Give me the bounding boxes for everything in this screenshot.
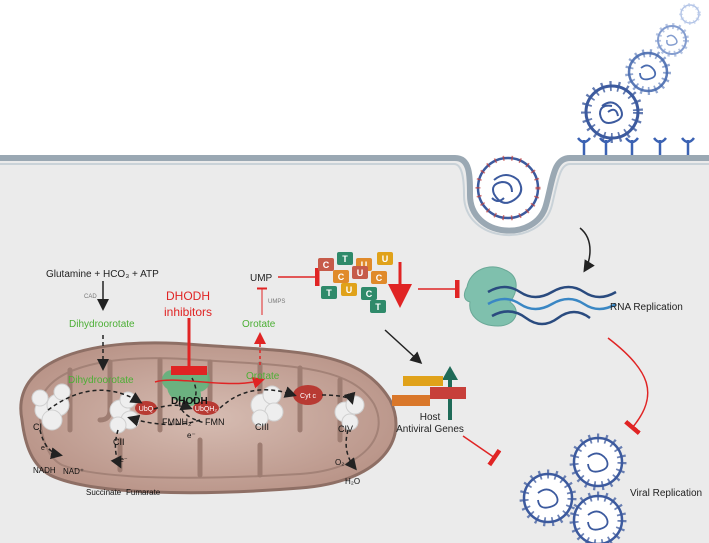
nucleotide-block: C [333,270,349,283]
nucleotide-letter: C [376,273,383,283]
incoming-virions [581,3,701,143]
nucleotide-letter: U [346,285,353,295]
receptor-icon [625,137,639,155]
nad-label: NAD⁺ [63,467,84,476]
nucleotide-block: U [341,283,357,296]
nucleotide-letter: T [375,302,381,312]
orotate-mito-label: Orotate [246,371,280,382]
viral-replication-label: Viral Replication [630,488,702,499]
nucleotide-letter: T [342,254,348,264]
substrates-label: Glutamine + HCO₃ + ATP [46,269,159,280]
cyt-c-label: Cyt c [300,393,316,400]
host-gene-bars [392,376,466,406]
nucleotide-letter: U [357,268,364,278]
nucleotide-letter: U [382,254,389,264]
dhodh-label: DHODH [171,396,208,407]
nucleotide-block: C [371,271,387,284]
fmnh2-label: FMNH₂ [162,417,192,427]
ubq-label: UbQ [139,406,154,413]
electron-label: e⁻ [187,431,196,440]
receptor-icon [681,137,695,155]
cii-label: CII [113,437,125,447]
nucleotide-block: T [337,252,353,265]
cyt-c-carrier [293,385,323,405]
receptor-icon [653,137,667,155]
cad-label: CAD [84,294,97,300]
rna-replication-label: RNA Replication [610,302,683,313]
nucleotide-letter: C [366,289,373,299]
ci-label: CI [33,422,42,432]
dihydroorotate-mito-label: Dihydroorotate [68,375,134,386]
o2-label: O₂ [335,458,344,467]
nucleotide-letter: C [323,260,330,270]
ubqh2-carrier [193,401,219,415]
nucleotide-block: C [318,258,334,271]
nucleotide-block: T [321,286,337,299]
nucleotide-block: C [361,287,377,300]
dhodh-inhibitor-label-2: inhibitors [164,305,212,319]
orotate-cytosol-label: Orotate [242,319,276,330]
h2o-label: H₂O [345,477,360,486]
umps-label: UMPS [268,299,285,305]
nucleotide-letter: U [361,260,368,270]
ci-electron-label: e⁻ [41,445,49,452]
ubqh2-label: UbQH₂ [195,406,217,413]
nucleotide-block: T [370,300,386,313]
mitochondrion [19,341,398,495]
cii-electron-label: e⁻ [120,457,128,464]
ubq-carrier [135,401,157,415]
antiviral-genes-label: Antiviral Genes [396,424,464,435]
nucleotide-letter: C [338,272,345,282]
nucleotide-block: U [377,252,393,265]
dhodh-inhibitor-label-1: DHODH [166,289,210,303]
civ-label: CIV [338,424,353,434]
cell-membrane [0,155,709,234]
nucleotide-block: U [352,266,368,279]
progeny-virions [519,433,627,543]
succinate-label: Succinate [86,488,122,497]
nadh-label: NADH [33,466,56,475]
endocytosed-virion [475,155,541,221]
receptor-group [577,137,695,155]
dihydroorotate-cytosol-label: Dihydroorotate [69,319,135,330]
ciii-label: CIII [255,422,269,432]
host-label: Host [420,412,441,423]
fumarate-label: Fumarate [126,488,161,497]
rna-strands [487,285,617,326]
nucleotide-letter: T [326,288,332,298]
receptor-icon [577,137,591,155]
fmn-label: FMN [205,417,225,427]
ump-label: UMP [250,273,273,284]
